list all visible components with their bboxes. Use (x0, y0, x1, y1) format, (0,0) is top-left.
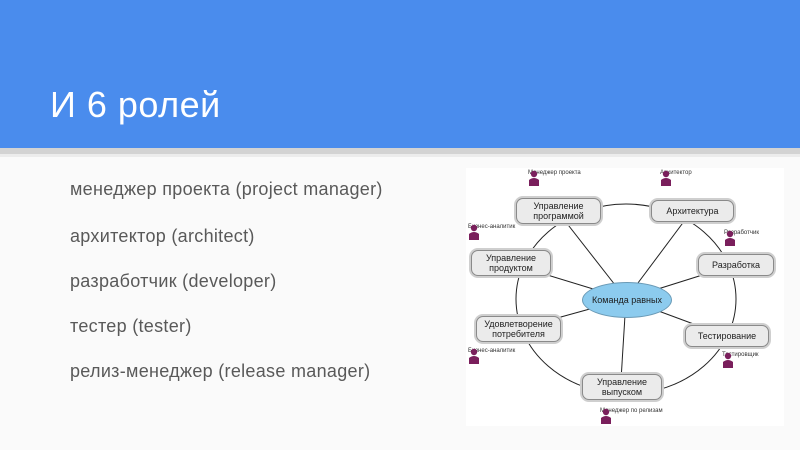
list-item: архитектор (architect) (70, 226, 255, 246)
list-item: тестер (tester) (70, 316, 192, 336)
role-label: Менеджер проекта (528, 170, 581, 176)
team-diagram: Управление программой Архитектура Управл… (466, 168, 784, 426)
role-business-analyst-bottom: Бизнес-аналитик (468, 348, 520, 364)
role-project-manager: Менеджер проекта (528, 170, 598, 186)
role-label: Архитектор (660, 170, 692, 176)
title-bar: И 6 ролей (0, 0, 800, 148)
divider (0, 148, 800, 154)
role-label: Тестировщик (722, 352, 759, 358)
node-product-management: Управление продуктом (471, 250, 551, 276)
node-development: Разработка (698, 254, 774, 276)
list-item: разработчик (developer) (70, 271, 277, 291)
role-label: Менеджер по релизам (600, 408, 663, 414)
node-testing: Тестирование (685, 325, 769, 347)
role-release-manager: Менеджер по релизам (600, 408, 676, 424)
person-icon (469, 348, 479, 364)
node-release-management: Управление выпуском (582, 374, 662, 400)
list-item: менеджер проекта (project manager) (70, 179, 383, 199)
person-icon (661, 170, 671, 186)
role-developer: Разработчик (724, 230, 784, 246)
node-architecture: Архитектура (651, 200, 734, 222)
node-team-of-peers: Команда равных (582, 282, 672, 318)
divider-shadow (0, 154, 800, 157)
list-item: релиз-менеджер (release manager) (70, 361, 371, 381)
role-label: Бизнес-аналитик (468, 224, 516, 230)
role-list: менеджер проекта (project manager) архит… (70, 176, 440, 403)
role-tester: Тестировщик (722, 352, 784, 368)
slide-title: И 6 ролей (50, 84, 221, 125)
role-label: Разработчик (724, 230, 759, 236)
person-icon (601, 408, 611, 424)
role-architect: Архитектор (660, 170, 730, 186)
person-icon (723, 352, 733, 368)
person-icon (469, 224, 479, 240)
node-customer-satisfaction: Удовлетворение потребителя (476, 316, 561, 342)
person-icon (529, 170, 539, 186)
person-icon (725, 230, 735, 246)
role-business-analyst-top: Бизнес-аналитик (468, 224, 520, 240)
role-label: Бизнес-аналитик (468, 348, 516, 354)
node-program-management: Управление программой (516, 198, 601, 224)
